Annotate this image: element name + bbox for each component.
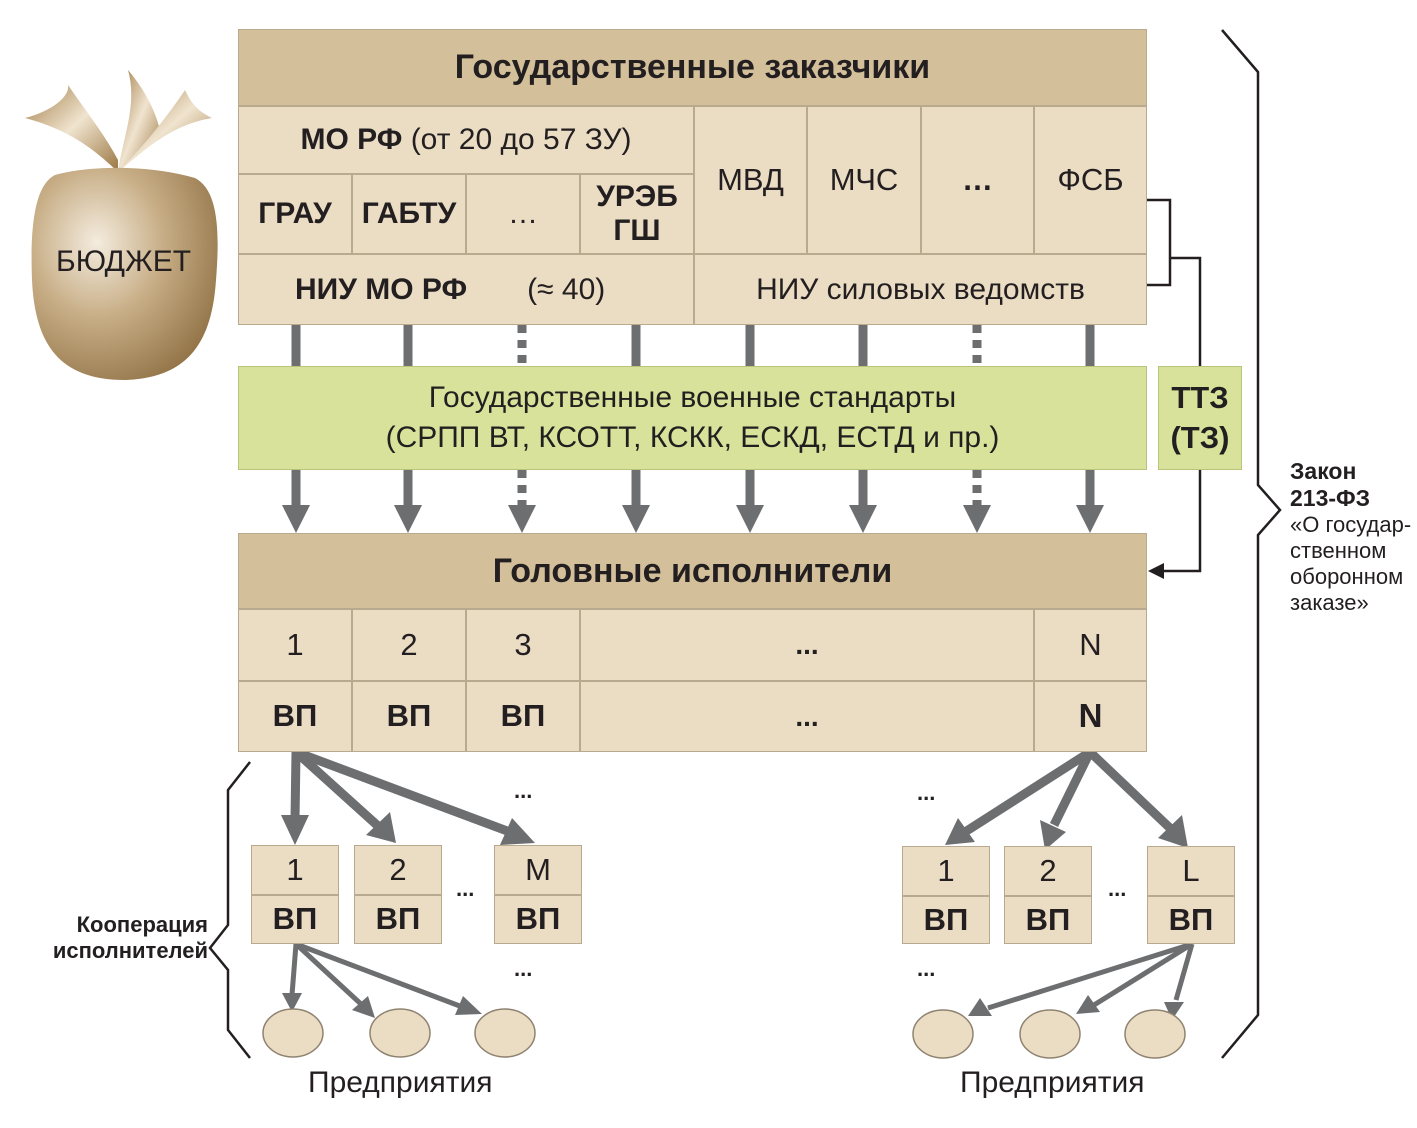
law-line2: 213-ФЗ: [1290, 485, 1371, 512]
ureb-line2: ГШ: [613, 214, 661, 247]
left-sub-num: 2: [354, 845, 442, 895]
niu-mo-cell: НИУ МО РФ (≈ 40): [238, 254, 694, 325]
right-dots-bottom: ...: [917, 956, 936, 981]
enterprises-label-left: Предприятия: [308, 1066, 493, 1099]
enterprise-ellipse: [369, 1008, 431, 1058]
standards-line1: Государственные военные стандарты: [428, 380, 957, 414]
standards-box: Государственные военные стандарты (СРПП …: [238, 366, 1147, 470]
niu-mo-label: НИУ МО РФ: [295, 272, 468, 306]
enterprise-ellipse: [912, 1009, 974, 1059]
enterprise-ellipse: [262, 1008, 324, 1058]
ttz-line1: ТТЗ: [1171, 379, 1229, 415]
mo-rf-cell: МО РФ (от 20 до 57 ЗУ): [238, 106, 694, 174]
law-line6: заказе»: [1290, 590, 1369, 616]
agency-dots-cell: …: [921, 106, 1034, 254]
left-dots-mid: ...: [456, 876, 475, 901]
right-dots-mid: ...: [1108, 876, 1127, 901]
niu-sil-cell: НИУ силовых ведомств: [694, 254, 1147, 325]
mvd-cell: МВД: [694, 106, 807, 254]
grau-cell: ГРАУ: [238, 174, 352, 254]
contractors-title: Головные исполнители: [238, 533, 1147, 609]
enterprise-ellipse: [474, 1008, 536, 1058]
enterprise-ellipse: [1019, 1009, 1081, 1059]
right-sub-num: 2: [1004, 846, 1092, 896]
ureb-line1: УРЭБ: [596, 180, 678, 214]
right-sub-num: 1: [902, 846, 990, 896]
contractor-num-dots: ...: [580, 609, 1034, 681]
ureb-cell: УРЭБ ГШ: [580, 174, 694, 254]
right-sub-vp: ВП: [1004, 896, 1092, 944]
law-line4: ственном: [1290, 538, 1387, 564]
mo-rf-count: (от 20 до 57 ЗУ): [410, 123, 632, 157]
ttz-box: ТТЗ (ТЗ): [1158, 366, 1242, 470]
mo-dots-cell: …: [466, 174, 580, 254]
contractor-vp: N: [1034, 681, 1147, 752]
cooperation-line1: Кооперация: [76, 912, 208, 937]
fsb-cell: ФСБ: [1034, 106, 1147, 254]
right-sub-num: L: [1147, 846, 1235, 896]
law-line5: оборонном: [1290, 564, 1404, 590]
left-sub-num: M: [494, 845, 582, 895]
contractor-num: N: [1034, 609, 1147, 681]
budget-bag-icon: [25, 70, 218, 380]
contractor-vp: ВП: [352, 681, 466, 752]
left-dots-top: ...: [514, 778, 533, 803]
left-sub-num: 1: [251, 845, 339, 895]
contractor-vp: ВП: [238, 681, 352, 752]
contractor-vp-dots: ...: [580, 681, 1034, 752]
customers-title: Государственные заказчики: [238, 29, 1147, 106]
contractor-num: 2: [352, 609, 466, 681]
niu-mo-count: (≈ 40): [527, 272, 606, 306]
standards-line2: (СРПП ВТ, КСОТТ, КСКК, ЕСКД, ЕСТД и пр.): [385, 421, 1000, 454]
contractor-num: 1: [238, 609, 352, 681]
law-line3: «О государ-: [1290, 512, 1412, 538]
left-dots-bottom: ...: [514, 956, 533, 981]
contractor-vp: ВП: [466, 681, 580, 752]
left-sub-vp: ВП: [494, 895, 582, 944]
left-sub-vp: ВП: [354, 895, 442, 944]
gabtu-cell: ГАБТУ: [352, 174, 466, 254]
mo-rf-label: МО РФ: [300, 123, 403, 157]
budget-label: БЮДЖЕТ: [56, 245, 192, 278]
cooperation-line2: исполнителей: [52, 938, 208, 964]
law-label: Закон 213-ФЗ «О государ- ственном оборон…: [1290, 458, 1411, 616]
ttz-line2: (ТЗ): [1170, 420, 1230, 455]
left-sub-vp: ВП: [251, 895, 339, 944]
cooperation-label: Кооперация исполнителей: [40, 912, 208, 965]
enterprise-ellipse: [1124, 1009, 1186, 1059]
law-line1: Закон: [1290, 458, 1357, 484]
right-sub-vp: ВП: [1147, 896, 1235, 944]
right-dots-top: ...: [917, 780, 936, 805]
right-sub-vp: ВП: [902, 896, 990, 944]
enterprises-label-right: Предприятия: [960, 1066, 1145, 1099]
contractor-num: 3: [466, 609, 580, 681]
mchs-cell: МЧС: [807, 106, 921, 254]
